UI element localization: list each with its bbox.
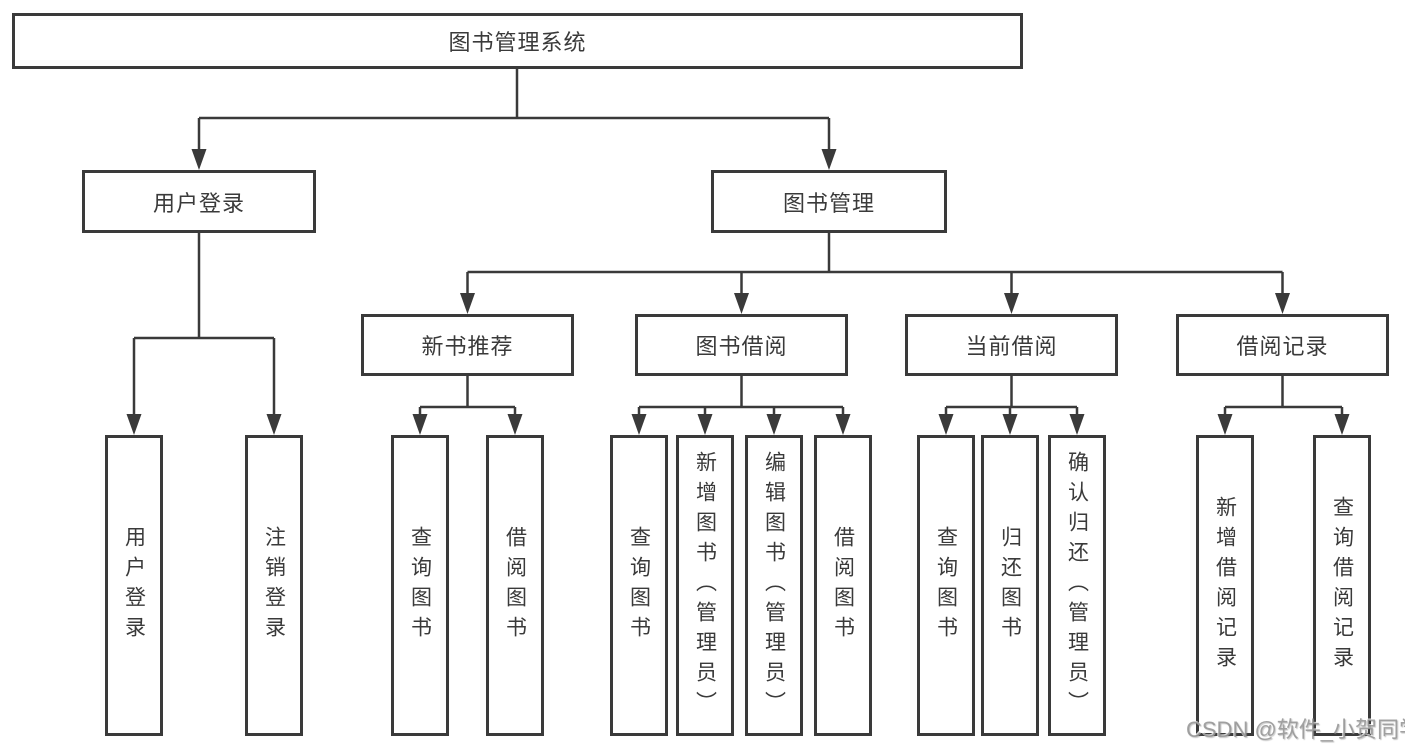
leaf-borrow-books-recommend: 借阅图书: [486, 435, 544, 736]
node-label: 用户登录: [122, 525, 146, 646]
node-label: 新增图书（管理员）: [693, 450, 717, 721]
leaf-borrow-books: 借阅图书: [814, 435, 872, 736]
connector-borrowing-records-to-leaves: [1217, 376, 1350, 435]
node-label: 用户登录: [152, 190, 245, 216]
leaf-confirm-return-admin: 确认归还（管理员）: [1048, 435, 1106, 736]
node-borrowing-records: 借阅记录: [1176, 314, 1389, 376]
connector-root-to-level2: [191, 69, 837, 170]
leaf-query-borrow-record: 查询借阅记录: [1313, 435, 1371, 736]
node-user-login: 用户登录: [82, 170, 316, 233]
node-label: 图书借阅: [695, 334, 788, 359]
leaf-logout: 注销登录: [245, 435, 303, 736]
node-label: 图书管理系统: [448, 30, 587, 55]
node-label: 查询图书: [627, 525, 651, 646]
node-label: 借阅记录: [1236, 334, 1329, 359]
node-new-book-recommendation: 新书推荐: [361, 314, 574, 376]
leaf-add-borrow-record: 新增借阅记录: [1196, 435, 1254, 736]
node-label: 图书管理: [782, 190, 875, 216]
leaf-edit-books-admin: 编辑图书（管理员）: [745, 435, 803, 736]
node-library-management-system: 图书管理系统: [12, 13, 1023, 69]
leaf-return-books: 归还图书: [981, 435, 1039, 736]
node-book-management: 图书管理: [711, 170, 947, 233]
leaf-user-login: 用户登录: [105, 435, 163, 736]
node-book-borrowing: 图书借阅: [635, 314, 848, 376]
node-label: 查询借阅记录: [1330, 495, 1354, 676]
connector-current-borrowing-to-leaves: [938, 376, 1085, 435]
connector-book-management-to-level3: [460, 233, 1290, 314]
node-label: 归还图书: [998, 525, 1022, 646]
connector-book-borrowing-to-leaves: [631, 376, 851, 435]
node-label: 借阅图书: [831, 525, 855, 646]
node-label: 编辑图书（管理员）: [762, 450, 786, 721]
leaf-query-books-borrowing: 查询图书: [610, 435, 668, 736]
node-label: 注销登录: [262, 525, 286, 646]
leaf-add-books-admin: 新增图书（管理员）: [676, 435, 734, 736]
node-label: 查询图书: [408, 525, 432, 646]
node-label: 查询图书: [934, 525, 958, 646]
leaf-query-books-recommend: 查询图书: [391, 435, 449, 736]
node-label: 新增借阅记录: [1213, 495, 1237, 676]
node-label: 当前借阅: [965, 334, 1058, 359]
leaf-query-books-current: 查询图书: [917, 435, 975, 736]
watermark: CSDN @软件_小贺同学: [1186, 717, 1405, 742]
node-label: 确认归还（管理员）: [1065, 450, 1089, 721]
node-current-borrowing: 当前借阅: [905, 314, 1118, 376]
connector-new-book-recommendation-to-leaves: [412, 376, 523, 435]
node-label: 借阅图书: [503, 525, 527, 646]
connector-user-login-to-leaves: [126, 233, 282, 435]
node-label: 新书推荐: [421, 334, 514, 359]
